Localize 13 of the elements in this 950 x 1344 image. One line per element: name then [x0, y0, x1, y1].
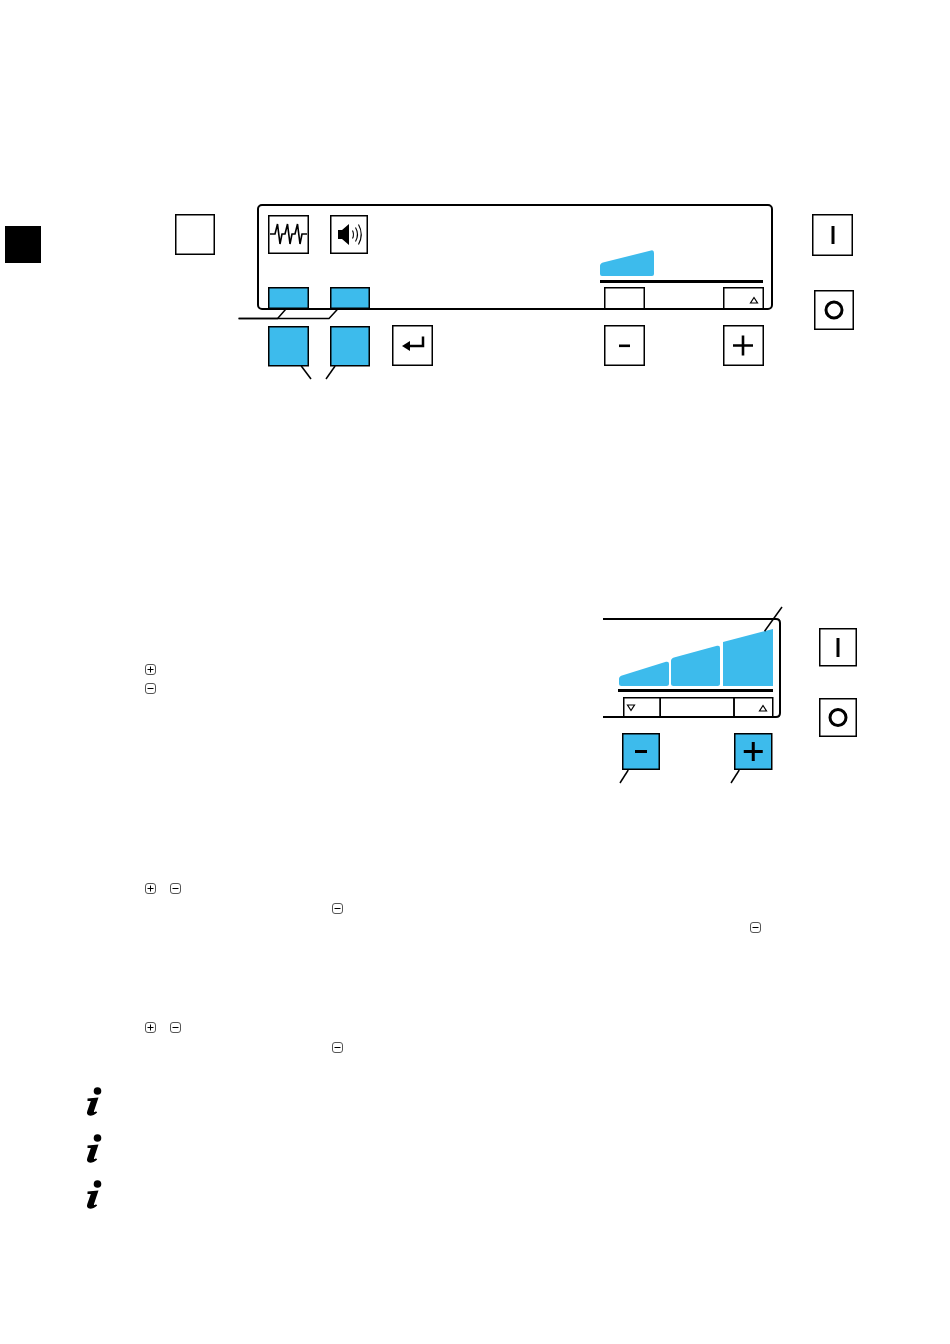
leader-line — [730, 769, 740, 784]
soft-key-field — [330, 287, 370, 309]
level-bar-segment — [723, 629, 773, 686]
leader-line — [325, 365, 336, 380]
leader-line — [619, 769, 629, 784]
soft-key-field — [268, 287, 309, 309]
function-key — [330, 325, 370, 366]
function-key — [268, 325, 309, 366]
leader-line — [300, 365, 312, 380]
leader-line — [763, 606, 783, 632]
plus-key — [733, 733, 772, 770]
leader-line — [237, 308, 339, 320]
minus-key — [622, 733, 660, 770]
